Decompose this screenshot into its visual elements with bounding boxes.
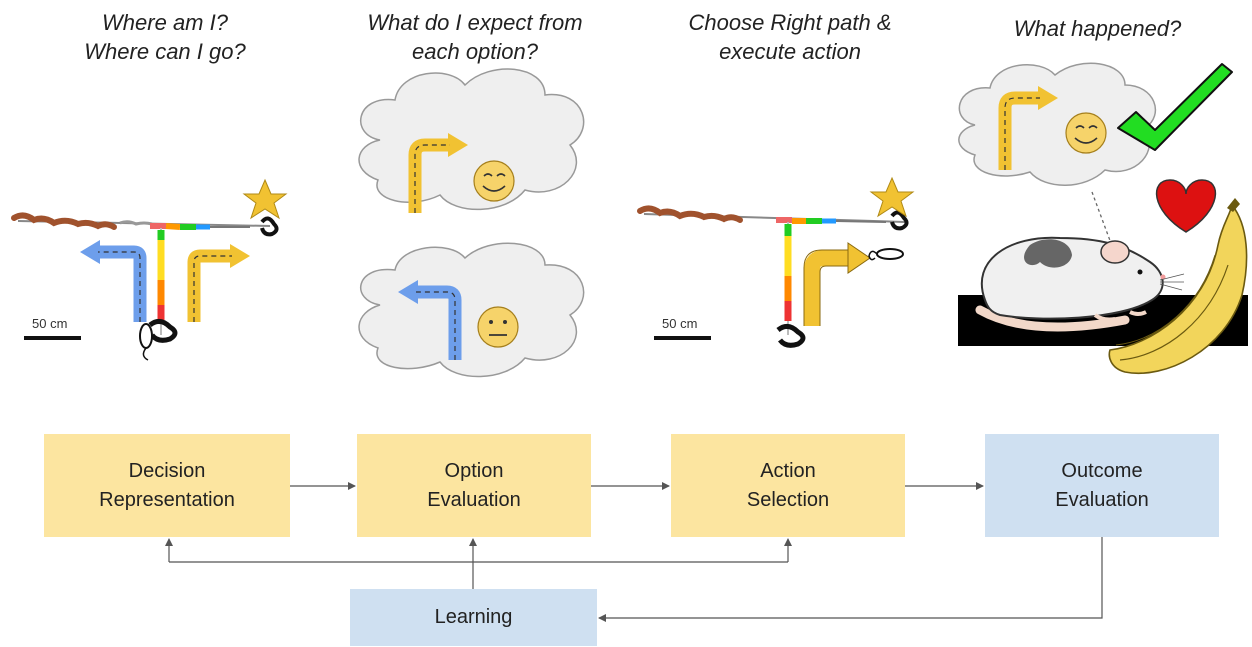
heart-icon <box>1155 179 1217 233</box>
outcome-evaluation-box: Outcome Evaluation <box>985 434 1219 537</box>
star-icon <box>242 178 288 220</box>
question-happened: What happened? <box>1013 16 1182 41</box>
rat-icon <box>975 236 1185 332</box>
arrow-right-icon <box>187 244 250 322</box>
question-where: Where am I? Where can I go? <box>84 10 246 64</box>
arrow-left-icon <box>398 280 462 360</box>
scale-bar-label: 50 cm <box>32 316 68 331</box>
neutral-face-icon <box>477 306 519 348</box>
action-selection-box: Action Selection <box>671 434 905 537</box>
scale-bar-label: 50 cm <box>662 316 698 331</box>
arrow-right-icon <box>408 133 468 213</box>
option-evaluation-box: Option Evaluation <box>357 434 591 537</box>
banana-icon <box>1108 198 1248 374</box>
arrow-left-icon <box>80 240 147 322</box>
question-choose: Choose Right path & execute action <box>688 10 892 64</box>
rat-top-view-icon <box>139 323 153 361</box>
flow-connectors <box>165 482 1103 622</box>
maze-track-left <box>11 212 279 343</box>
thought-cloud-icon <box>358 68 585 211</box>
thought-link <box>1091 191 1113 247</box>
happy-face-icon <box>473 160 515 202</box>
happy-face-icon <box>1065 112 1107 154</box>
checkmark-icon <box>1117 63 1233 151</box>
learning-box: Learning <box>350 589 597 646</box>
thought-cloud-icon <box>358 242 585 378</box>
arrow-right-icon <box>998 86 1058 170</box>
question-expect: What do I expect from each option? <box>367 10 583 64</box>
rat-top-view-icon <box>868 248 904 261</box>
arrow-right-icon <box>803 242 871 326</box>
maze-track-chosen <box>637 205 909 348</box>
decision-representation-box: Decision Representation <box>44 434 290 537</box>
star-icon <box>869 176 915 218</box>
